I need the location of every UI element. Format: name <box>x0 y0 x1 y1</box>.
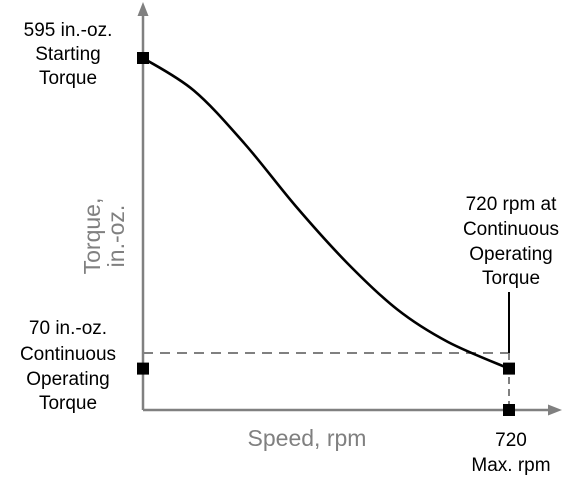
data-point-marker-4 <box>503 404 515 416</box>
y-axis-title-line-1: Torque, <box>79 198 105 275</box>
data-point-markers <box>137 52 515 416</box>
rpm-at-continuous-label-line-3: Operating <box>469 244 552 265</box>
starting-torque-label-line-2: Starting <box>35 44 100 65</box>
starting-torque-label-line-1: 595 in.-oz. <box>24 20 113 41</box>
max-rpm-label-line-1: 720 <box>495 430 527 451</box>
data-point-marker-2 <box>137 362 149 375</box>
rpm-at-continuous-label-line-1: 720 rpm at <box>466 194 558 215</box>
data-point-marker-3 <box>503 362 515 375</box>
starting-torque-label-line-3: Torque <box>39 68 97 89</box>
continuous-torque-label-line-2: Continuous <box>20 344 116 365</box>
rpm-at-continuous-label-line-2: Continuous <box>463 219 559 240</box>
max-rpm-label-line-2: Max. rpm <box>471 455 550 476</box>
x-axis-arrowhead <box>548 404 562 416</box>
y-axis-title-line-2: in.-oz. <box>103 205 129 268</box>
x-axis-title: Speed, rpm <box>248 425 367 451</box>
continuous-torque-label-line-1: 70 in.-oz. <box>29 318 107 339</box>
torque-speed-curve <box>142 56 510 370</box>
data-point-marker-1 <box>137 52 149 64</box>
continuous-torque-label-line-3: Operating <box>26 369 109 390</box>
continuous-torque-label-line-4: Torque <box>39 393 97 414</box>
rpm-at-continuous-label-line-4: Torque <box>482 268 540 289</box>
y-axis-arrowhead <box>137 2 149 16</box>
